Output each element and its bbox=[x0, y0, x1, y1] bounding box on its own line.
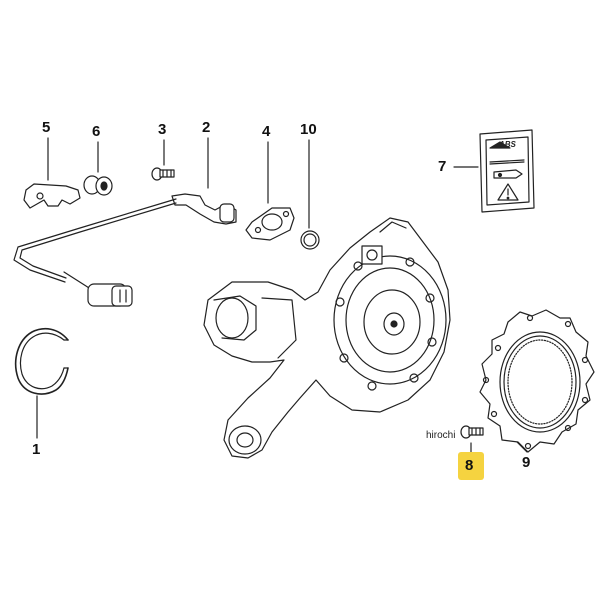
gasket-part bbox=[245, 207, 295, 241]
part-number-6[interactable]: 6 bbox=[92, 123, 101, 140]
part-number-10[interactable]: 10 bbox=[300, 121, 317, 138]
watermark-text: hirochi bbox=[426, 430, 456, 441]
part-number-2[interactable]: 2 bbox=[202, 119, 211, 136]
part-number-7[interactable]: 7 bbox=[438, 158, 447, 175]
grommet-part bbox=[83, 175, 113, 196]
final-drive-housing bbox=[203, 217, 451, 459]
leader-lines bbox=[36, 137, 528, 453]
pulse-ring-part bbox=[479, 309, 595, 453]
part-number-9[interactable]: 9 bbox=[522, 454, 531, 471]
part-number-8[interactable]: 8 bbox=[465, 457, 474, 474]
part-number-1[interactable]: 1 bbox=[32, 441, 41, 458]
o-ring-part bbox=[300, 230, 320, 250]
screw-part-3 bbox=[151, 167, 175, 181]
part-number-5[interactable]: 5 bbox=[42, 119, 51, 136]
abs-plate-part bbox=[479, 129, 535, 213]
retaining-ring-part bbox=[14, 327, 69, 395]
clip-part bbox=[23, 183, 81, 209]
abs-plate-text: ABS bbox=[499, 140, 516, 149]
part-number-4[interactable]: 4 bbox=[262, 123, 271, 140]
part-number-3[interactable]: 3 bbox=[158, 121, 167, 138]
sensor-part bbox=[13, 193, 237, 307]
part-8-highlight bbox=[458, 452, 484, 480]
screw-part-8 bbox=[460, 425, 484, 439]
